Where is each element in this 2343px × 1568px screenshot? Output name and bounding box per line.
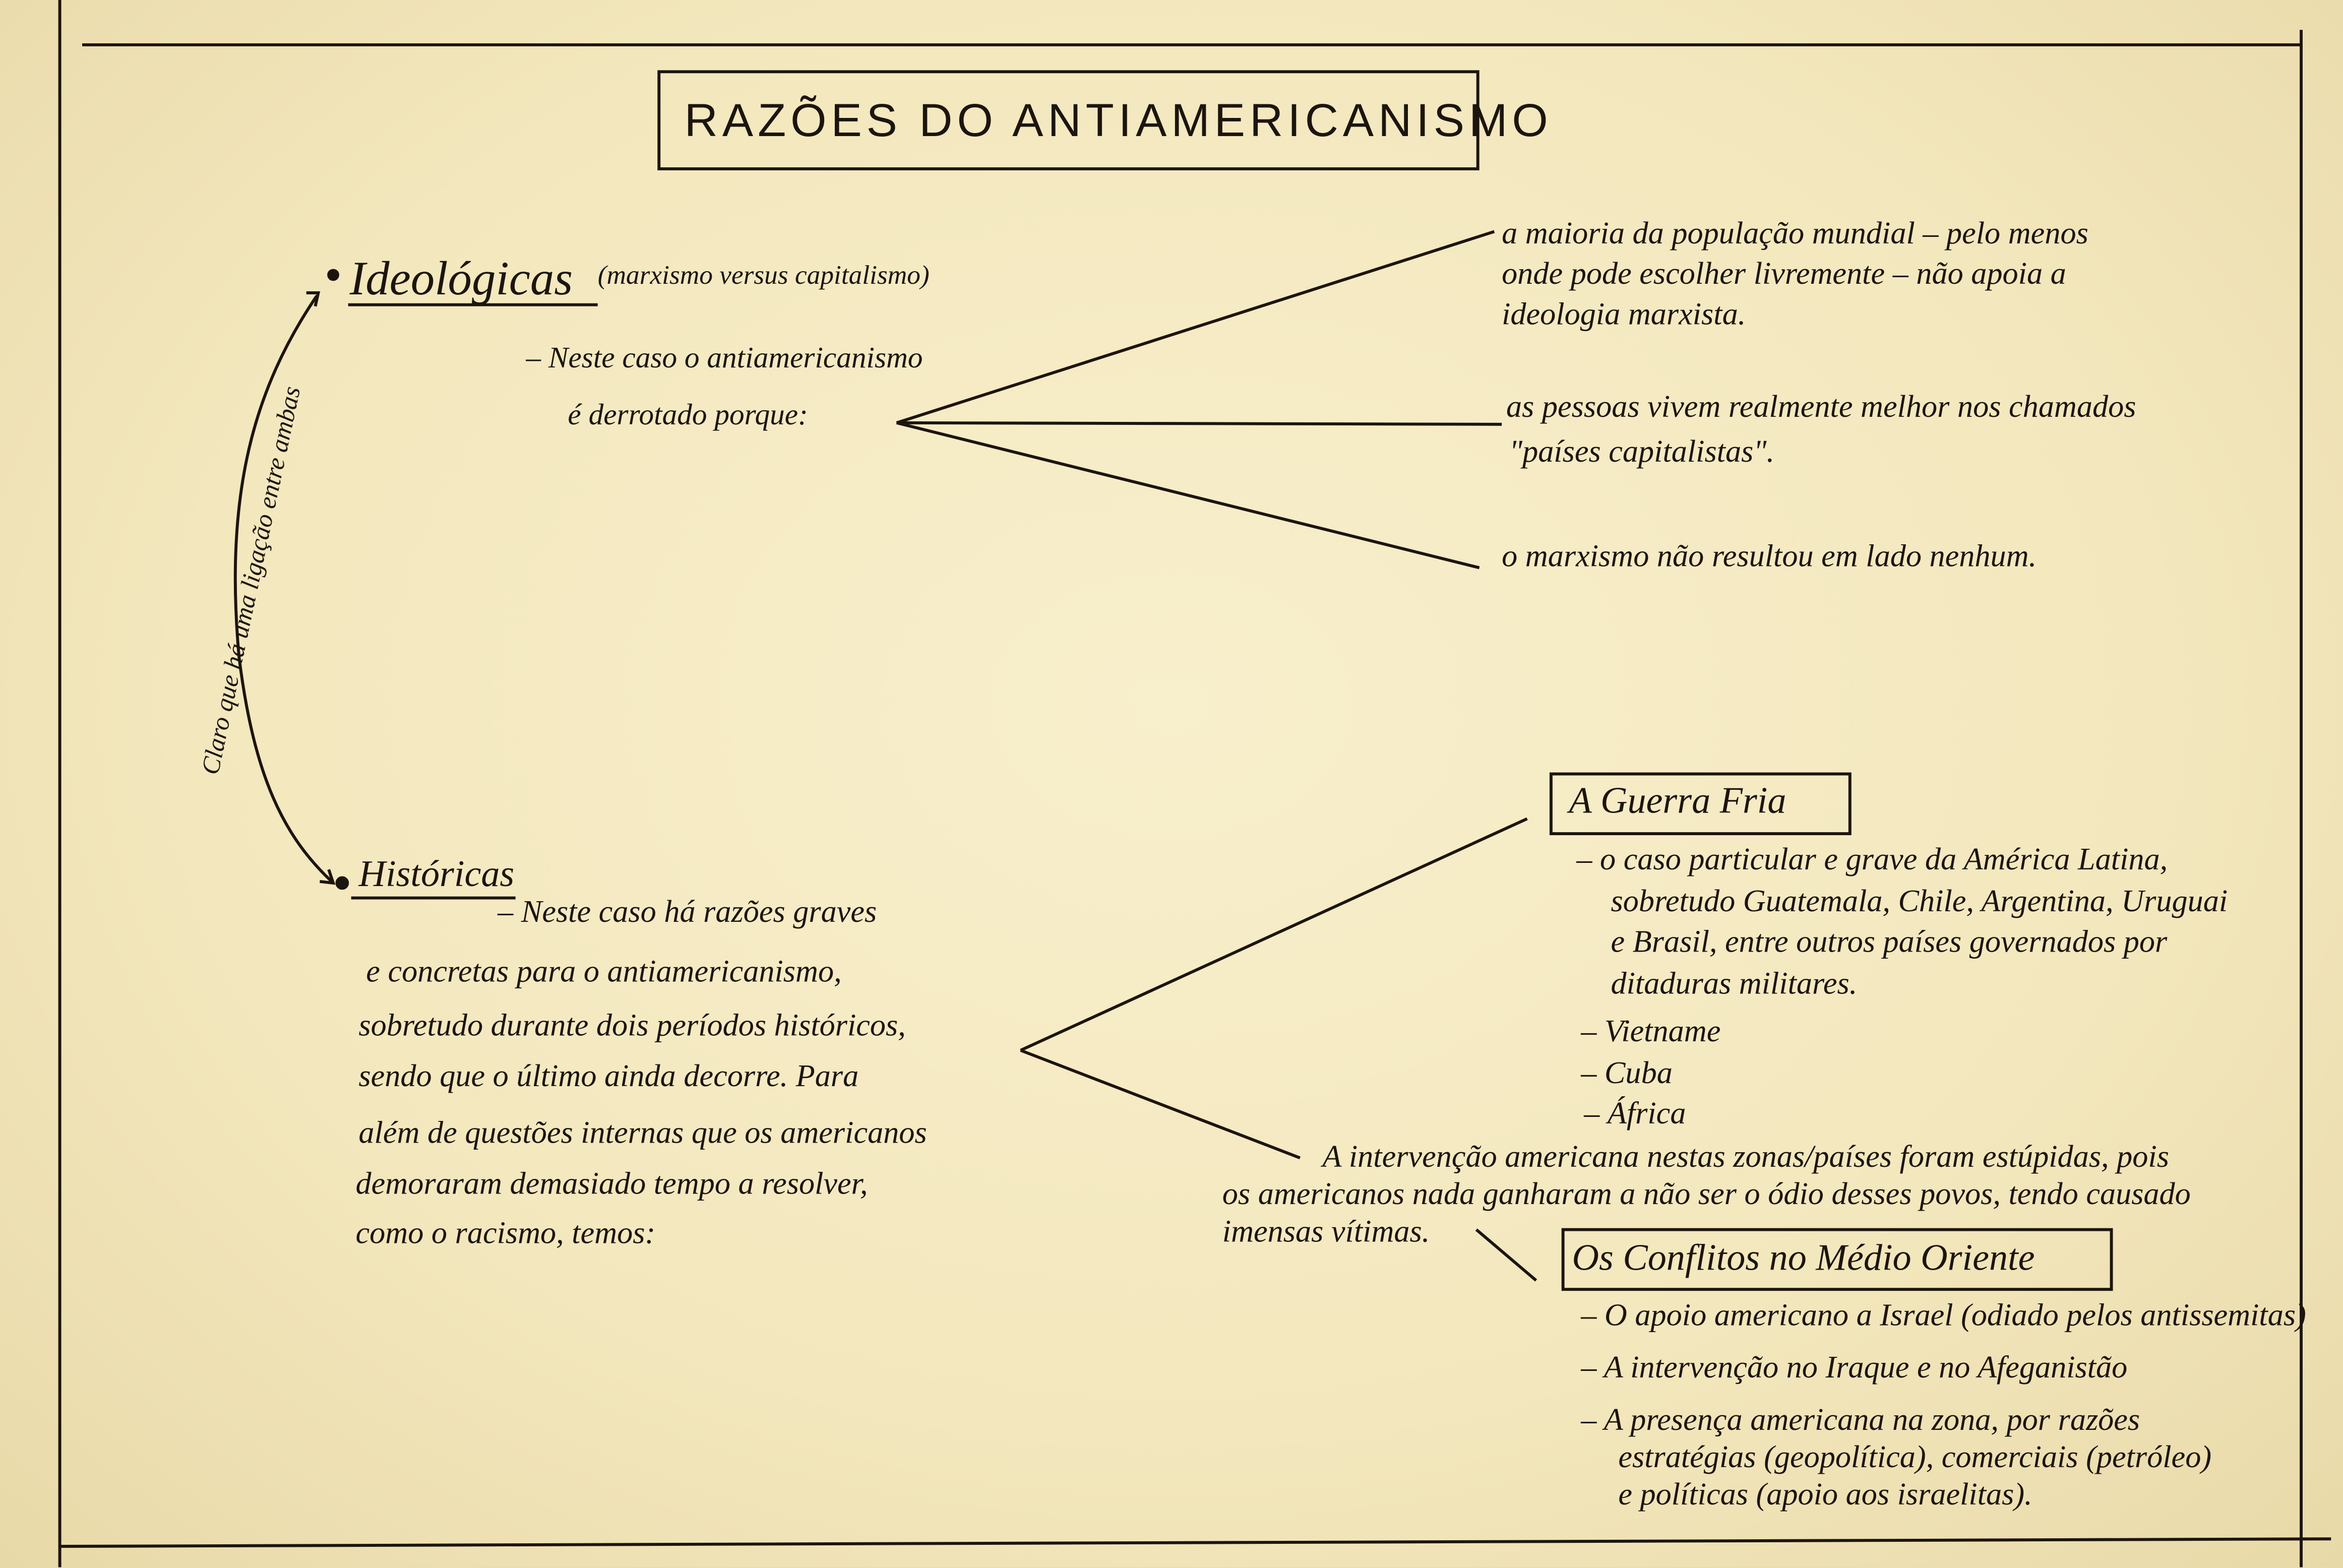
guerra-fria-item-cuba: – Cuba	[1581, 1054, 1673, 1091]
reason-1-line-2: onde pode escolher livremente – não apoi…	[1502, 255, 2066, 292]
historicas-line-7: como o racismo, temos:	[355, 1214, 656, 1251]
guerra-fria-heading: A Guerra Fria	[1569, 781, 1786, 822]
guerra-fria-box	[1549, 772, 1852, 836]
guerra-fria-item-1-line-4: ditaduras militares.	[1611, 965, 1858, 1001]
historicas-line-5: além de questões internas que os america…	[358, 1114, 927, 1151]
medio-oriente-item-1: – O apoio americano a Israel (odiado pel…	[1581, 1297, 2306, 1333]
guerra-fria-item-1-line-3: e Brasil, entre outros países governados…	[1611, 923, 2168, 960]
medio-oriente-item-2: – A intervenção no Iraque e no Afeganist…	[1581, 1349, 2128, 1385]
connector-reason-3	[896, 421, 1480, 570]
page-title: RAZÕES DO ANTIAMERICANISMO	[684, 94, 1553, 147]
page-border-bottom	[59, 1537, 2331, 1548]
historicas-line-1: – Neste caso há razões graves	[498, 893, 877, 929]
medio-oriente-item-3-line-3: e políticas (apoio aos israelitas).	[1618, 1476, 2032, 1512]
medio-oriente-item-3-line-2: estratégias (geopolítica), comerciais (p…	[1618, 1438, 2212, 1475]
reason-3-line-1: o marxismo não resultou em lado nenhum.	[1502, 538, 2037, 574]
bullet-ideologicas	[327, 269, 339, 281]
guerra-fria-item-vietname: – Vietname	[1581, 1013, 1721, 1049]
guerra-fria-item-africa: – África	[1584, 1095, 1686, 1131]
reason-2-line-2: "países capitalistas".	[1509, 433, 1775, 469]
ideologicas-heading: Ideológicas	[349, 251, 573, 305]
ideologicas-subtitle: (marxismo versus capitalismo)	[597, 260, 930, 290]
reason-1-line-1: a maioria da população mundial – pelo me…	[1502, 215, 2088, 252]
connector-reason-2	[896, 421, 1502, 426]
title-box	[657, 70, 1479, 170]
bullet-historicas	[335, 876, 349, 890]
medio-oriente-box	[1561, 1228, 2113, 1291]
connector-medio-oriente-a	[1020, 1049, 1301, 1160]
reason-1-line-3: ideologia marxista.	[1502, 295, 1746, 332]
arrow-head-bottom	[320, 869, 336, 885]
guerra-fria-conclusion-2: os americanos nada ganharam a não ser o …	[1222, 1175, 2191, 1212]
medio-oriente-item-3-line-1: – A presença americana na zona, por razõ…	[1581, 1401, 2140, 1437]
historicas-line-4: sendo que o último ainda decorre. Para	[358, 1057, 859, 1094]
historicas-line-6: demoraram demasiado tempo a resolver,	[355, 1165, 868, 1202]
connector-guerra-fria	[1020, 817, 1528, 1052]
medio-oriente-heading: Os Conflitos no Médio Oriente	[1572, 1238, 2035, 1279]
historicas-line-3: sobretudo durante dois períodos históric…	[358, 1007, 906, 1043]
historicas-line-2: e concretas para o antiamericanismo,	[366, 953, 842, 989]
guerra-fria-conclusion-1: A intervenção americana nestas zonas/paí…	[1322, 1138, 2169, 1174]
guerra-fria-conclusion-3: imensas vítimas.	[1222, 1213, 1430, 1249]
connector-reason-1	[896, 230, 1495, 424]
arrow-head-top	[306, 291, 321, 307]
ideologicas-intro-1: – Neste caso o antiamericanismo	[526, 342, 923, 375]
reason-2-line-1: as pessoas vivem realmente melhor nos ch…	[1506, 388, 2136, 424]
ideologicas-intro-2: é derrotado porque:	[568, 399, 808, 432]
connector-medio-oriente-b	[1475, 1228, 1537, 1282]
historicas-heading: Históricas	[358, 854, 515, 895]
link-arrow-curve	[233, 295, 333, 883]
guerra-fria-item-1-line-1: – o caso particular e grave da América L…	[1576, 841, 2168, 877]
guerra-fria-item-1-line-2: sobretudo Guatemala, Chile, Argentina, U…	[1611, 883, 2228, 919]
